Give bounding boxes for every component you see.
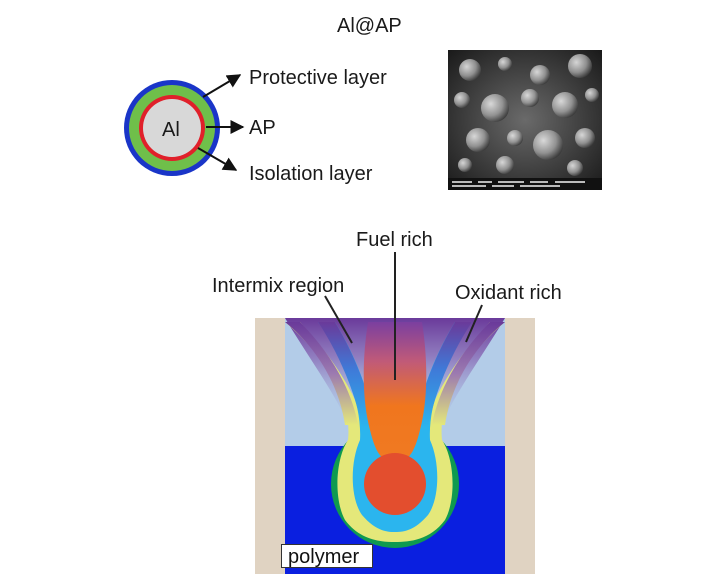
fuel-rich-core — [363, 322, 427, 462]
sem-micrograph — [448, 50, 602, 190]
oxidant-rich-plume-left — [285, 322, 358, 425]
oxidant-rich-label: Oxidant rich — [455, 282, 562, 304]
arrow-protective — [202, 74, 242, 98]
wall-left — [255, 318, 285, 574]
leader-oxidant — [465, 304, 483, 343]
ap-label: AP — [249, 117, 276, 139]
oxidant-rich-plume-right — [432, 322, 505, 425]
fuel-rich-label: Fuel rich — [356, 229, 433, 251]
burning-droplet — [364, 453, 426, 515]
leader-intermix — [324, 295, 353, 344]
particle-core — [143, 99, 201, 157]
arrow-isolation — [197, 147, 238, 171]
polymer-label: polymer — [281, 544, 373, 568]
intermix-plume-left — [318, 322, 376, 428]
flame-diagram — [255, 318, 535, 574]
core-label: Al — [162, 119, 180, 141]
intermix-region-label: Intermix region — [212, 275, 345, 297]
isolation-layer-label: Isolation layer — [249, 163, 373, 185]
flame-leader-lines — [324, 252, 483, 380]
particle-arrows — [197, 74, 245, 171]
particle-schematic — [124, 80, 220, 176]
wall-right — [505, 318, 535, 574]
figure-title: Al@AP — [337, 15, 402, 37]
protective-layer-label: Protective layer — [249, 67, 387, 89]
intermix-plume-right — [414, 322, 472, 428]
